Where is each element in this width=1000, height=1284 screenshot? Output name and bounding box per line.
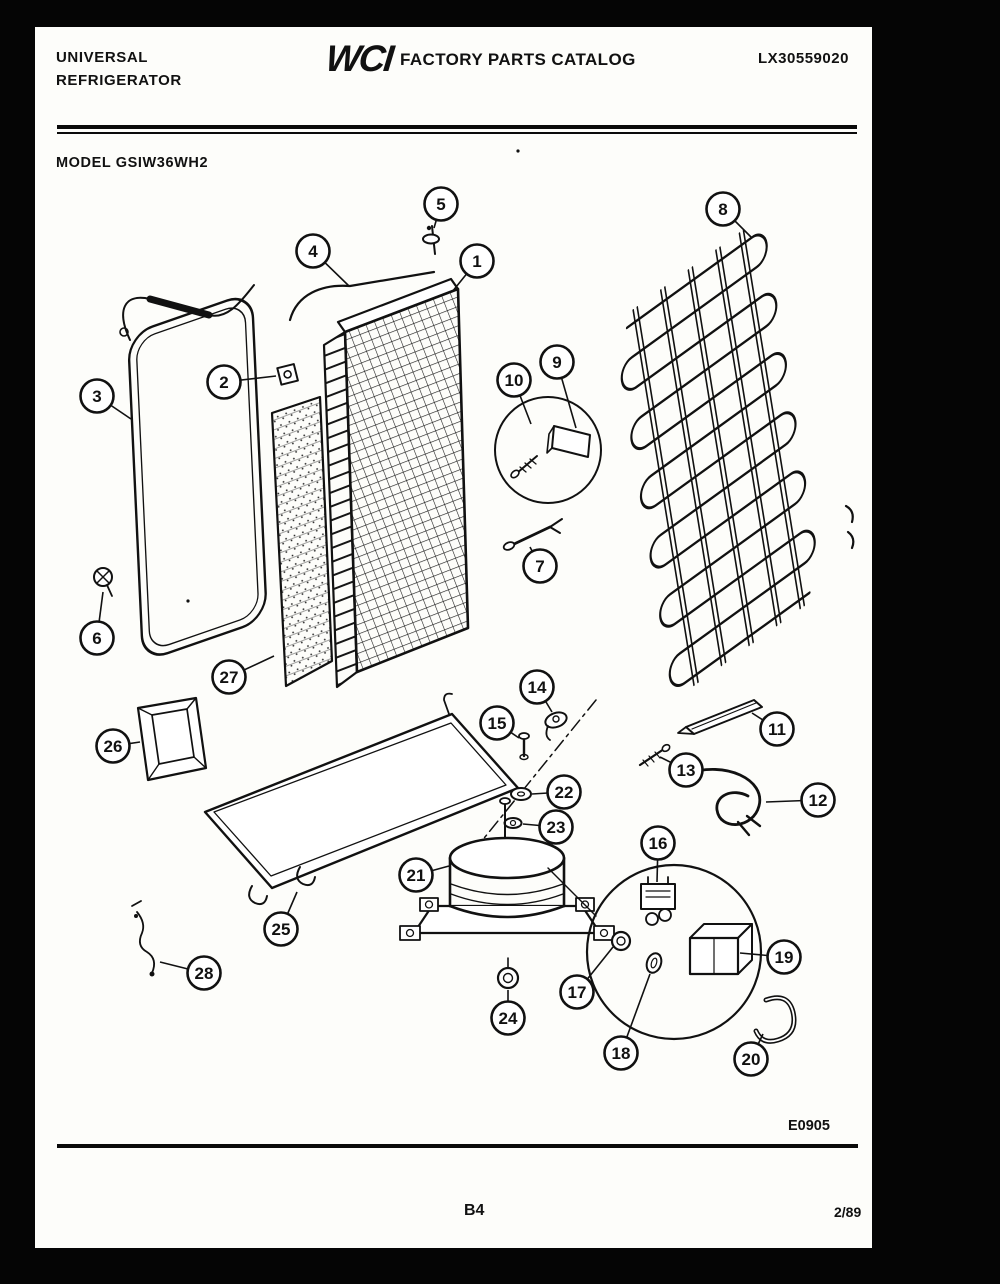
svg-text:6: 6	[92, 629, 101, 648]
drawing-code: E0905	[788, 1118, 830, 1134]
svg-text:7: 7	[535, 557, 544, 576]
svg-text:9: 9	[552, 353, 561, 372]
wire-harness-drawing	[131, 900, 156, 977]
svg-text:20: 20	[742, 1050, 761, 1069]
svg-text:21: 21	[407, 866, 426, 885]
svg-text:1: 1	[472, 252, 481, 271]
power-cord-drawing	[684, 768, 762, 837]
grommet-nut-drawing	[496, 957, 520, 990]
svg-text:13: 13	[677, 761, 696, 780]
washer-drawing	[503, 787, 532, 829]
svg-text:28: 28	[195, 964, 214, 983]
scan-speck	[516, 149, 520, 153]
svg-text:11: 11	[768, 720, 786, 739]
callout-7: 7	[522, 546, 558, 584]
screw-drawing	[93, 567, 113, 597]
scan-speck	[186, 599, 190, 603]
svg-text:14: 14	[528, 678, 547, 697]
svg-text:12: 12	[809, 791, 828, 810]
revision-date: 2/89	[834, 1204, 862, 1220]
svg-text:8: 8	[718, 200, 727, 219]
svg-text:19: 19	[775, 948, 794, 967]
callout-2: 2	[206, 364, 277, 400]
catalog-title: FACTORY PARTS CATALOG	[400, 50, 636, 69]
wci-logo: WCI	[323, 38, 395, 79]
small-screw-drawing	[638, 743, 671, 767]
relay-detail-circle	[547, 863, 763, 1041]
svg-text:16: 16	[649, 834, 668, 853]
callout-22: 22	[531, 774, 582, 810]
callout-19: 19	[739, 939, 802, 975]
callout-11: 11	[751, 711, 795, 747]
svg-text:24: 24	[499, 1009, 518, 1028]
channel-bracket-drawing	[136, 696, 208, 782]
callout-8: 8	[705, 191, 753, 239]
svg-text:4: 4	[308, 242, 318, 261]
callout-21: 21	[398, 857, 450, 893]
scan-border-top	[0, 0, 1000, 27]
svg-text:26: 26	[104, 737, 123, 756]
footer-rule	[57, 1144, 858, 1148]
document-number: LX30559020	[758, 50, 849, 67]
svg-text:2: 2	[219, 373, 228, 392]
capillary-tube-drawing	[119, 284, 255, 341]
brand-name: UNIVERSAL REFRIGERATOR	[56, 47, 182, 92]
callout-18: 18	[603, 973, 651, 1071]
callout-12: 12	[765, 782, 836, 818]
scan-border-left	[0, 0, 35, 1284]
callout-26: 26	[95, 728, 141, 764]
clip-drawing	[502, 518, 563, 551]
svg-text:15: 15	[488, 714, 507, 733]
condenser-coil-drawing	[620, 229, 816, 687]
callout-3: 3	[79, 378, 132, 420]
brand-line2: REFRIGERATOR	[56, 71, 182, 89]
svg-text:3: 3	[92, 387, 101, 406]
svg-text:27: 27	[220, 668, 239, 687]
bracket-plate-drawing	[276, 363, 299, 386]
clamp-drawing	[753, 995, 797, 1044]
callout-17: 17	[559, 946, 614, 1010]
callout-4: 4	[295, 233, 350, 287]
callout-27: 27	[211, 655, 275, 695]
edge-clip-drawing	[844, 504, 855, 550]
fastener-drawing	[422, 225, 440, 255]
callout-14: 14	[519, 669, 555, 713]
side-panel-drawing	[127, 297, 267, 656]
svg-text:18: 18	[612, 1044, 631, 1063]
svg-text:23: 23	[547, 818, 566, 837]
callout-1: 1	[451, 243, 495, 293]
scan-border-bottom	[0, 1248, 1000, 1284]
page-number: B4	[464, 1202, 485, 1219]
callout-20: 20	[733, 1033, 769, 1077]
bracket-detail-circle	[494, 396, 602, 504]
centerline	[467, 699, 597, 859]
filter-panel-drawing	[270, 395, 334, 688]
svg-text:25: 25	[272, 920, 291, 939]
callout-layer: 1234567891011121314151617181920212223242…	[79, 186, 836, 1077]
callout-10: 10	[496, 362, 532, 425]
callout-28: 28	[159, 955, 222, 991]
callout-6: 6	[79, 591, 115, 656]
valve-fitting-drawing	[544, 711, 568, 741]
svg-text:10: 10	[505, 371, 524, 390]
stud-fitting-drawing	[518, 732, 530, 761]
model-label: MODEL GSIW36WH2	[56, 155, 209, 171]
callout-23: 23	[522, 809, 574, 845]
callout-9: 9	[539, 344, 577, 429]
header-rule	[57, 125, 857, 134]
callout-13: 13	[659, 752, 704, 788]
svg-text:5: 5	[436, 195, 445, 214]
svg-text:17: 17	[568, 983, 587, 1002]
callout-16: 16	[640, 825, 676, 883]
svg-text:22: 22	[555, 783, 574, 802]
scan-border-right	[872, 0, 1000, 1284]
callout-5: 5	[423, 186, 459, 229]
callout-15: 15	[479, 705, 520, 741]
evaporator-coil-drawing	[322, 277, 470, 689]
callout-25: 25	[263, 891, 299, 947]
callout-24: 24	[490, 990, 526, 1036]
brand-line1: UNIVERSAL	[56, 49, 149, 66]
drier-tube-drawing	[677, 699, 763, 735]
